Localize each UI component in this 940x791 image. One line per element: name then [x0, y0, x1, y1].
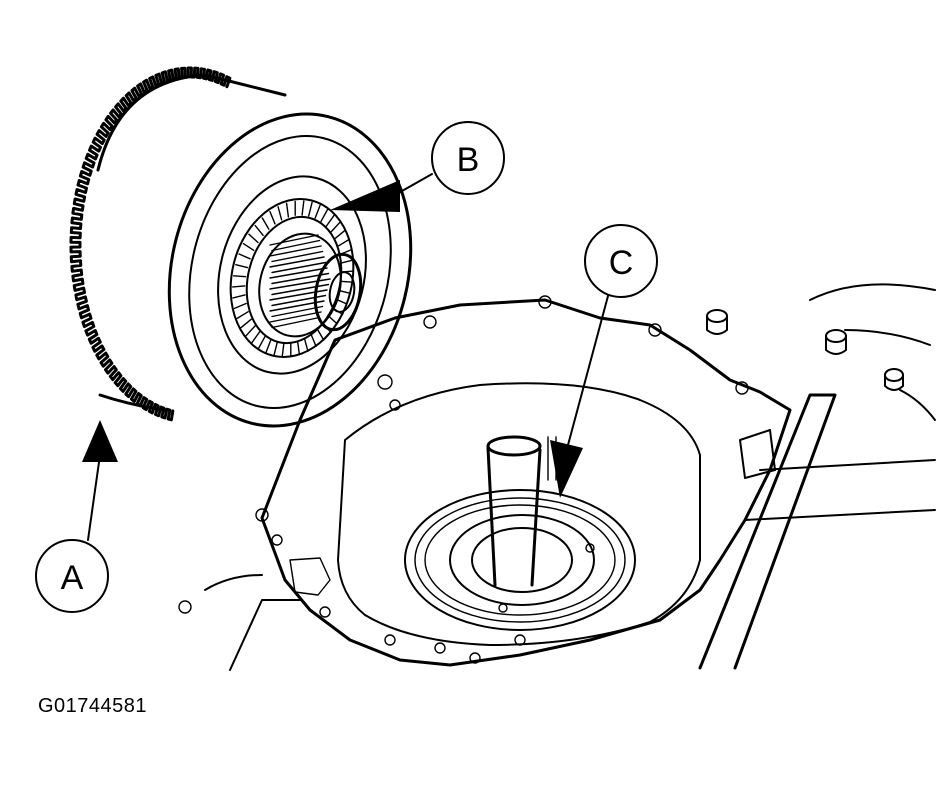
callout-b: B [330, 121, 505, 212]
callout-c-letter: C [609, 244, 634, 282]
callout-c: C [550, 224, 658, 498]
callout-c-circle [584, 224, 658, 298]
figure-id-label: G01744581 [38, 695, 148, 717]
callout-b-leader [394, 173, 433, 196]
input-shaft-assembly [404, 435, 636, 631]
callout-b-arrowhead [330, 180, 400, 212]
callout-a-letter: A [61, 559, 84, 597]
callout-b-letter: B [457, 141, 480, 179]
callout-a-arrowhead [82, 420, 118, 462]
case-bolt-holes [178, 295, 749, 664]
callout-a-leader [87, 454, 101, 541]
callout-c-arrowhead [550, 440, 583, 498]
callout-a-circle [35, 539, 109, 613]
callout-a: A [35, 420, 118, 613]
callout-c-leader [567, 295, 609, 446]
torque-converter [69, 66, 413, 428]
transmission-case [178, 283, 936, 671]
callout-b-circle [431, 121, 505, 195]
